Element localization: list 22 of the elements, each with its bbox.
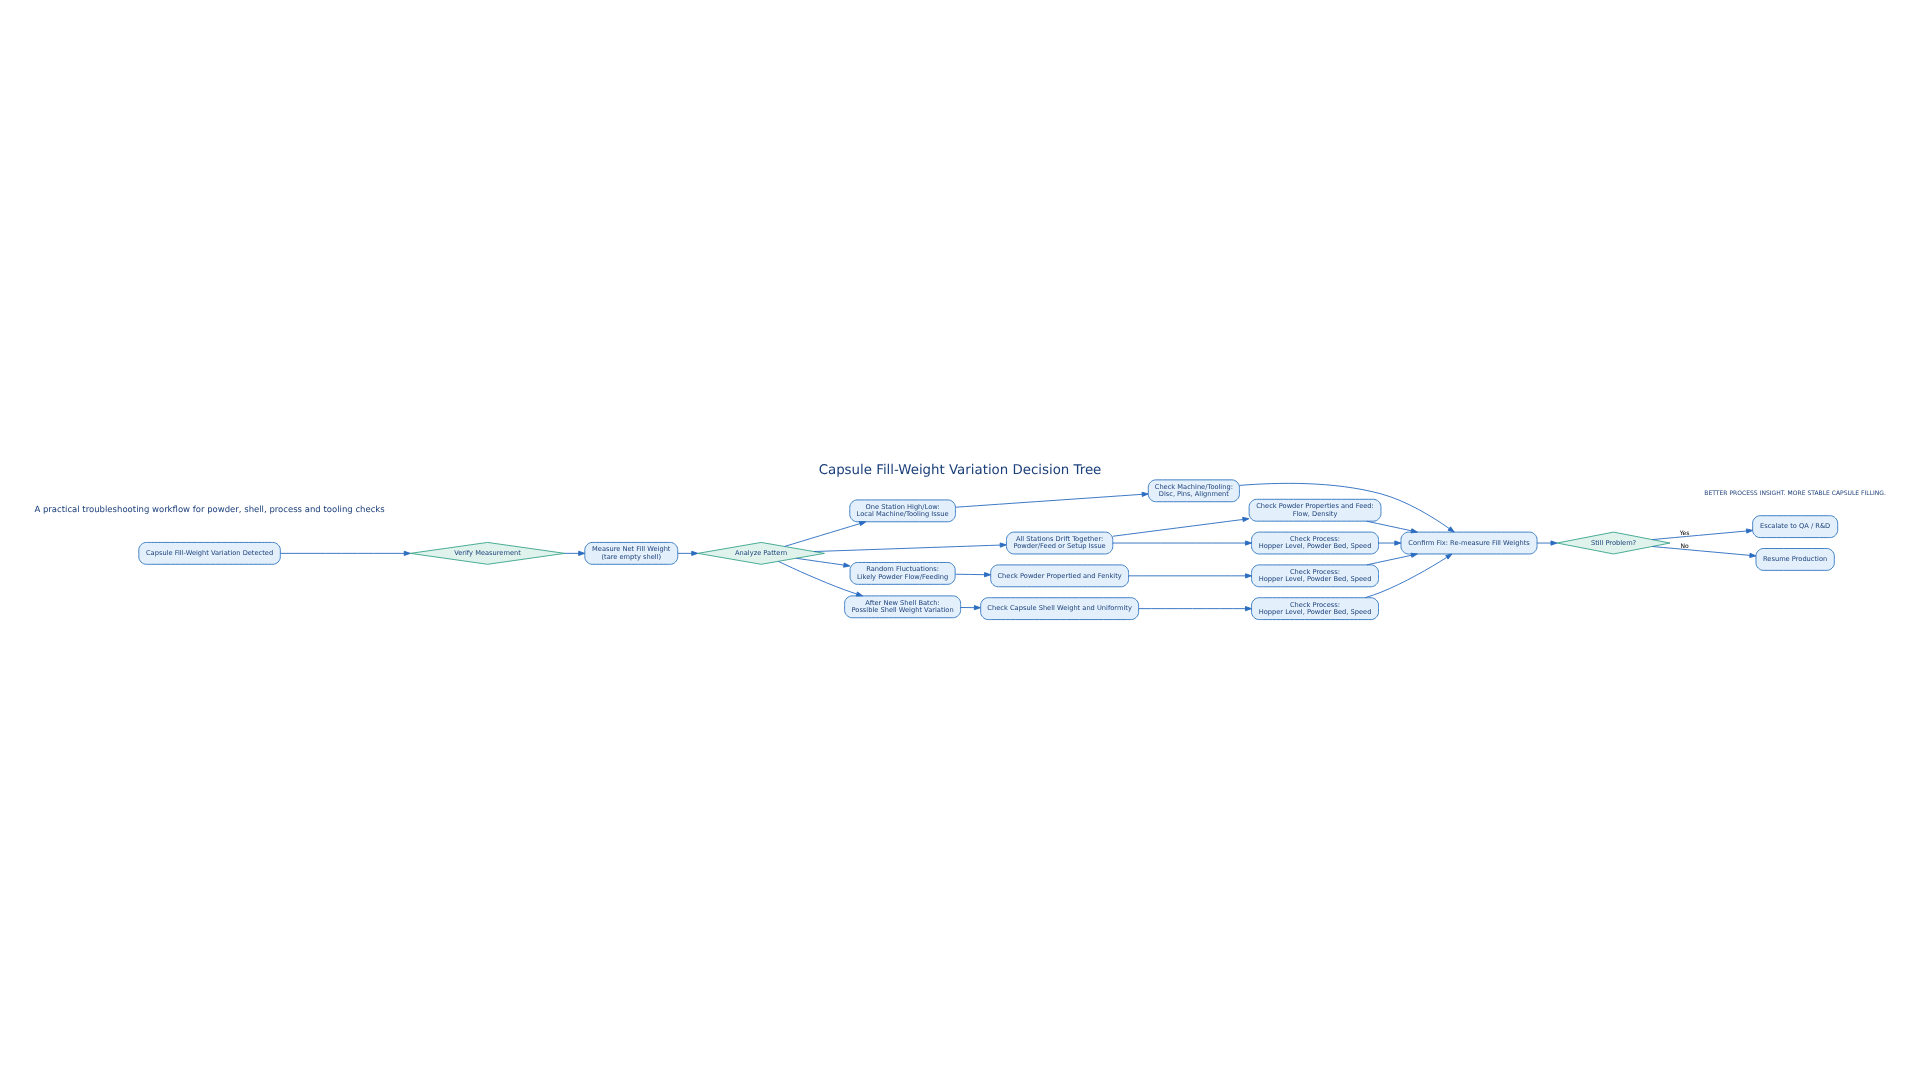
arrow [1366,520,1418,534]
arrow [1536,540,1558,546]
arrow [1651,546,1757,558]
arrow [813,542,1007,552]
arrow [1112,516,1250,537]
arrow [777,560,864,597]
arrow [279,550,411,556]
arrow [955,491,1149,508]
arrow [1138,606,1252,612]
arrow [564,550,586,556]
arrow [1128,573,1252,579]
arrow [784,521,867,547]
arrow [1364,553,1453,599]
arrow [1378,540,1402,546]
arrow [1239,482,1455,533]
arrow [954,572,992,578]
arrow [677,550,699,556]
arrow [1366,552,1418,566]
arrow [960,605,981,611]
arrow [1112,540,1252,546]
arrow [795,557,851,568]
arrow [1651,528,1754,541]
